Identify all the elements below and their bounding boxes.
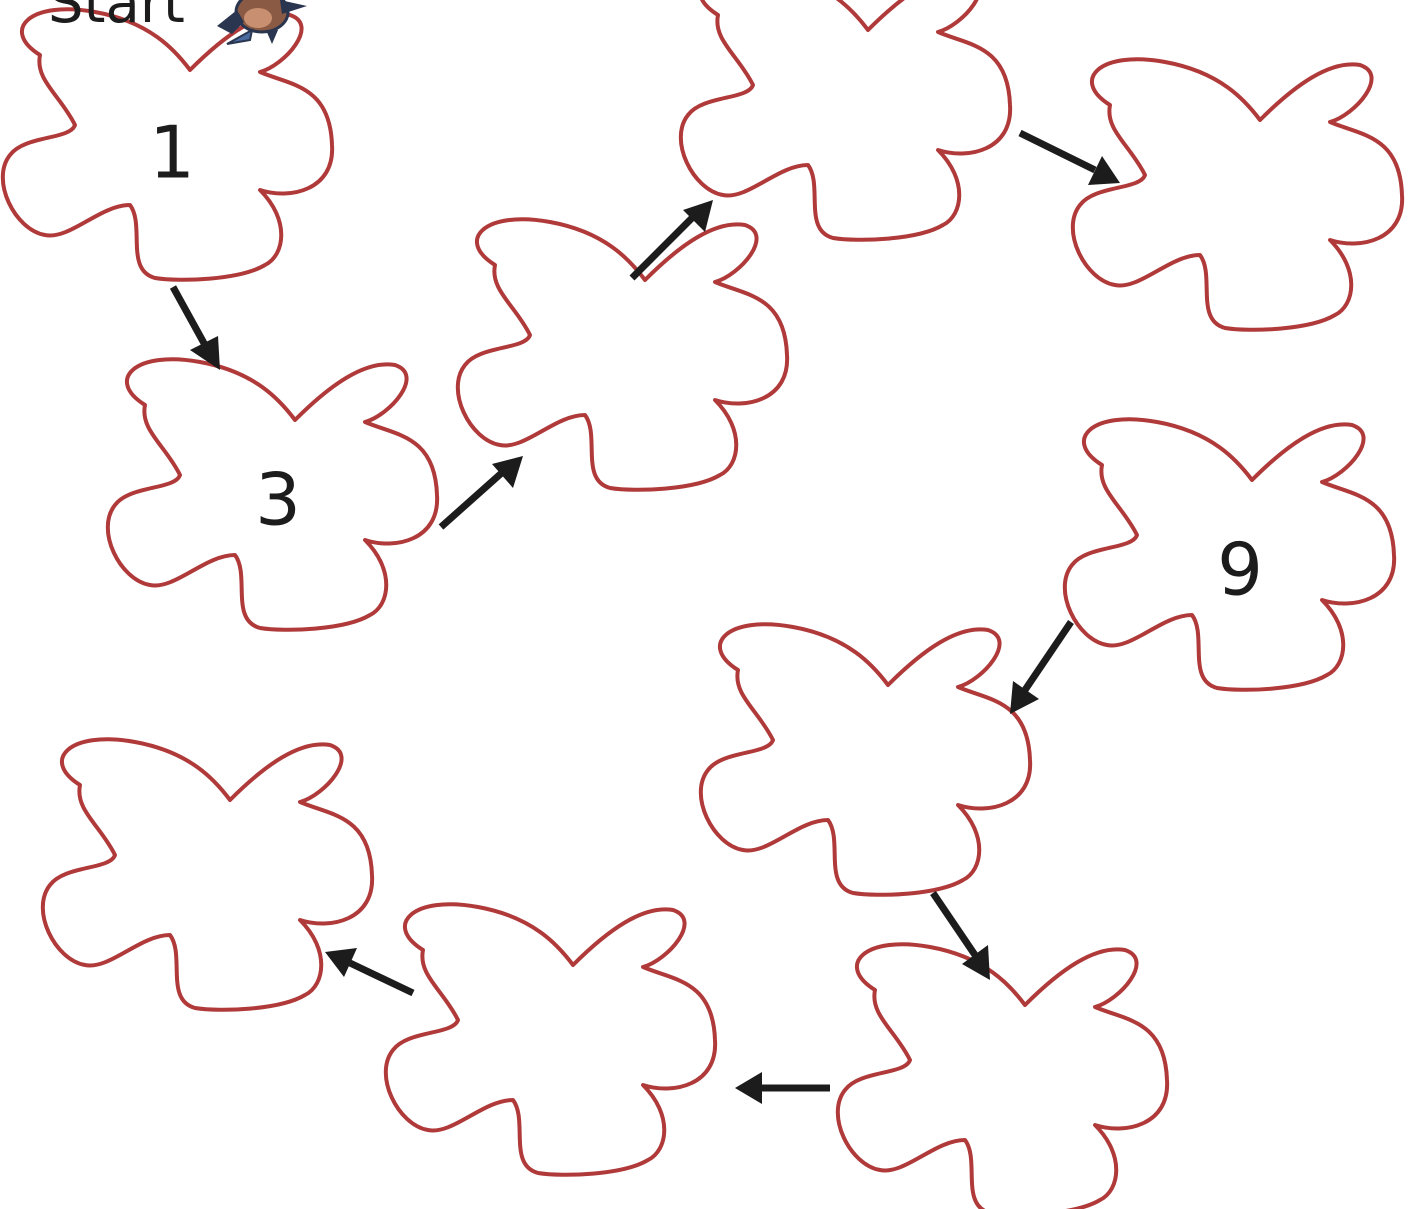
arrow-8-to-10 — [930, 891, 990, 980]
step-6-blob — [1070, 57, 1405, 332]
arrow-1-to-3 — [169, 285, 220, 370]
step-8-blob — [698, 622, 1033, 897]
step-9-label: 9 — [1217, 528, 1263, 612]
arrow-9-to-8 — [1010, 620, 1074, 714]
arrow-4-to-5 — [629, 200, 713, 281]
step-11-blob — [383, 902, 718, 1177]
start-label: Start — [48, 0, 185, 36]
step-4-blob — [455, 217, 790, 492]
arrow-3-to-4 — [438, 456, 523, 530]
arrow-11-to-12 — [325, 948, 415, 997]
step-12-blob — [40, 737, 375, 1012]
step-10-blob — [835, 942, 1170, 1209]
step-3-label: 3 — [255, 458, 301, 542]
step-1-label: 1 — [149, 111, 195, 195]
arrow-10-to-11 — [735, 1072, 830, 1104]
bird-icon — [217, 0, 307, 45]
step-5-blob — [678, 0, 1013, 242]
arrow-5-to-6 — [1018, 129, 1120, 185]
